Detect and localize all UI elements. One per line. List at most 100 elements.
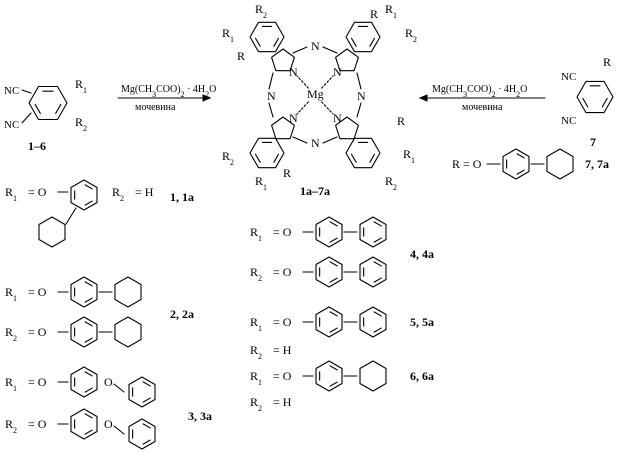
s3-r1-benzyl-double-bond [142, 397, 151, 403]
pyrrole-ring [335, 116, 359, 140]
core-r2-tl: R2 [255, 2, 267, 20]
meso-n-left: N [267, 89, 276, 103]
s6-phenyl [315, 360, 343, 392]
s2-r2-phenyl [70, 316, 98, 348]
s3-r1-phenyl [70, 366, 98, 398]
mg-n-coordination [321, 101, 334, 115]
eq-o-3: = O [28, 375, 47, 389]
r7-def: R = O [452, 157, 482, 171]
label-3-3a: 3, 3a [188, 409, 212, 423]
s4-r2-phenyl-double-bond [329, 277, 338, 283]
meso-bond [356, 72, 362, 90]
s2-r2-phenyl-double-bond [84, 337, 93, 343]
s4-r2-phenyl2-double-bond [373, 277, 382, 283]
arrow-left-head [202, 94, 212, 102]
phthalonitrile-ring-double-bond [55, 103, 62, 114]
core-r2-br: R2 [385, 174, 397, 192]
eq-o-5: = O [273, 315, 292, 329]
s3-r2-phenyl-double-bond [84, 429, 93, 435]
eq-o-1: = O [28, 185, 47, 199]
s3-r1-phenyl-double-bond [84, 371, 93, 377]
r2-def-1: R2 [112, 185, 124, 203]
benzo-ring-tl-double-bond [273, 37, 280, 47]
s1-cyclohexyl [38, 216, 66, 248]
label-1-1a: 1, 1a [170, 190, 194, 204]
benzo-ring-tr-double-bond [369, 37, 376, 47]
r7-phenyl [502, 148, 530, 180]
nitrile-7-ring-double-bond [582, 97, 589, 108]
eq-o-6: = O [273, 369, 292, 383]
mg-label: Mg [307, 87, 324, 101]
core-r2-bl: R2 [222, 149, 234, 167]
r1-def-3: R1 [5, 375, 17, 393]
r2-def-3: R2 [5, 417, 17, 435]
nc-label-bottom: NC [4, 119, 19, 131]
eq-o-3b: = O [28, 417, 47, 431]
label-2-2a: 2, 2a [170, 307, 194, 321]
meso-n-right: N [357, 89, 366, 103]
r2-def-4: R2 [250, 265, 262, 283]
r1-def-1: R1 [5, 185, 17, 203]
s3-r1-o: O [104, 375, 113, 389]
eq-o-4: = O [273, 225, 292, 239]
benzo-ring-bl-double-bond [254, 153, 261, 163]
s6-phenyl-double-bond [329, 365, 338, 371]
pyrrole-ring [335, 48, 359, 72]
s3-r2-benzyl [128, 418, 156, 450]
phthalonitrile-ring [28, 85, 68, 121]
s4-r2-phenyl [315, 256, 343, 288]
s4-r1-phenyl2-double-bond [373, 221, 382, 227]
pyrrole-ring [271, 48, 295, 72]
s3-r2-benzyl-double-bond [142, 423, 151, 429]
starting-label: 1–6 [28, 139, 46, 153]
reagent-left: Mg(CH3COO)2 · 4H2O [121, 84, 216, 99]
s4-r1-phenyl-double-bond [329, 221, 338, 227]
r2-label: R2 [75, 115, 87, 133]
meso-bond [356, 102, 362, 118]
s5-phenyl2-double-bond [373, 311, 382, 317]
r1-def-5: R1 [250, 315, 262, 333]
r7-cyclohexyl [546, 148, 574, 180]
r7-phenyl-double-bond [516, 153, 525, 159]
r7-phenyl-double-bond [516, 169, 525, 175]
benzo-ring-bl-double-bond [273, 153, 280, 163]
mg-n-coordination [296, 75, 309, 89]
meso-n-top: N [311, 39, 320, 53]
core-r1-tl: R1 [222, 26, 234, 44]
s2-r1-cyclohexyl [114, 276, 142, 308]
s3-r2-o: O [104, 417, 113, 431]
arrow-right-head [418, 94, 428, 102]
reagent-right: Mg(CH3COO)2 · 4H2O [432, 84, 527, 99]
inner-n-label: N [289, 65, 298, 79]
s3-r2-benzyl-double-bond [142, 439, 151, 445]
label-7-7a: 7, 7a [585, 157, 609, 171]
core-r-bl: R [283, 166, 291, 180]
eq-o-4b: = O [273, 265, 292, 279]
core-r-tl: R [237, 49, 245, 63]
s1-phenyl [70, 179, 98, 211]
solvent-left: мочевина [135, 102, 176, 113]
benzo-ring-br-double-bond [369, 153, 376, 163]
s4-r1-phenyl-double-bond [329, 237, 338, 243]
s1-phenyl-double-bond [84, 184, 93, 190]
s3-r2-phenyl [70, 408, 98, 440]
benzo-ring-tr-double-bond [350, 37, 357, 47]
meso-bond [292, 46, 308, 54]
s6-phenyl-double-bond [329, 381, 338, 387]
mg-n-coordination [321, 75, 334, 89]
r2-def-6: R2 [250, 395, 262, 413]
core-r-br: R [397, 114, 405, 128]
label-6-6a: 6, 6a [410, 369, 434, 383]
eq-h-1: = H [135, 185, 154, 199]
meso-bond [322, 136, 338, 144]
benzo-ring-tl [249, 21, 285, 53]
cn-bond [21, 89, 32, 94]
nitrile-7-ring [576, 80, 614, 114]
s5-phenyl-double-bond [329, 327, 338, 333]
s4-r2-phenyl-double-bond [329, 261, 338, 267]
benzo-ring-tl-double-bond [254, 37, 261, 47]
inner-n-label: N [289, 111, 298, 125]
inner-n-label: N [333, 65, 342, 79]
